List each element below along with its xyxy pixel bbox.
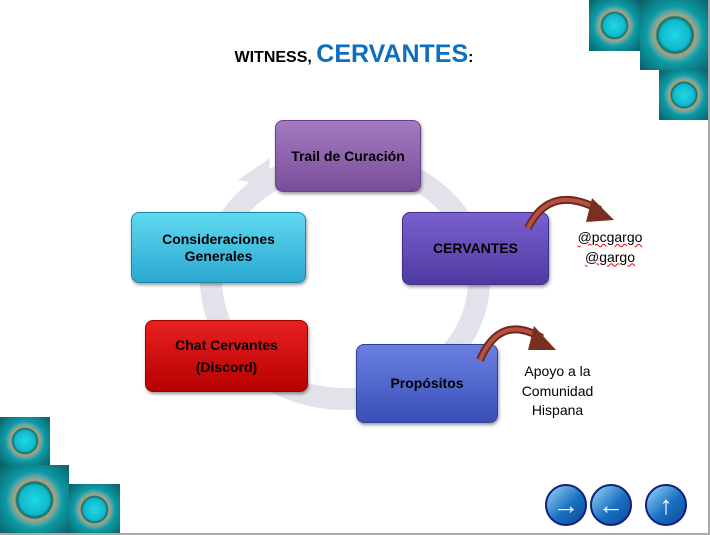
cycle-box-propositos: Propósitos xyxy=(356,344,498,423)
cycle-label: Consideraciones Generales xyxy=(162,230,275,264)
decorative-tile xyxy=(640,0,708,70)
decorative-tile xyxy=(0,465,69,533)
curved-arrow-icon xyxy=(524,195,614,230)
home-up-button[interactable]: ↑ xyxy=(645,484,687,526)
cycle-label: Chat Cervantes (Discord) xyxy=(175,336,278,375)
purpose-note: Apoyo a la Comunidad Hispana xyxy=(521,363,594,419)
arrow-right-icon: → xyxy=(553,489,579,520)
users-note: @pcgargo @gargo xyxy=(565,228,655,267)
cycle-label: CERVANTES xyxy=(432,240,519,257)
slide-title: WITNESS, CERVANTES: xyxy=(0,40,708,69)
next-slide-button[interactable]: → xyxy=(545,484,587,526)
cycle-box-consideraciones: Consideraciones Generales xyxy=(131,212,306,283)
cycle-label: Propósitos xyxy=(390,375,464,392)
arrow-left-icon: ← xyxy=(598,489,624,520)
decorative-tile xyxy=(589,0,640,51)
decorative-tile xyxy=(659,70,708,120)
decorative-tile xyxy=(0,417,50,465)
cycle-box-chat: Chat Cervantes (Discord) xyxy=(145,320,308,392)
user-handle: @gargo xyxy=(584,248,636,265)
cycle-box-cervantes: CERVANTES xyxy=(402,212,549,285)
previous-slide-button[interactable]: ← xyxy=(590,484,632,526)
cycle-arrowhead-icon xyxy=(238,158,270,186)
title-prefix: WITNESS, xyxy=(234,49,317,66)
title-suffix: : xyxy=(468,49,474,66)
cycle-box-trail: Trail de Curación xyxy=(275,120,421,192)
arrow-up-icon: ↑ xyxy=(659,489,673,520)
curved-arrow-icon xyxy=(476,325,556,362)
user-handle: @pcgargo xyxy=(577,229,643,245)
cycle-label: Trail de Curación xyxy=(291,147,405,164)
title-name: CERVANTES xyxy=(316,40,469,68)
decorative-tile xyxy=(69,484,120,533)
